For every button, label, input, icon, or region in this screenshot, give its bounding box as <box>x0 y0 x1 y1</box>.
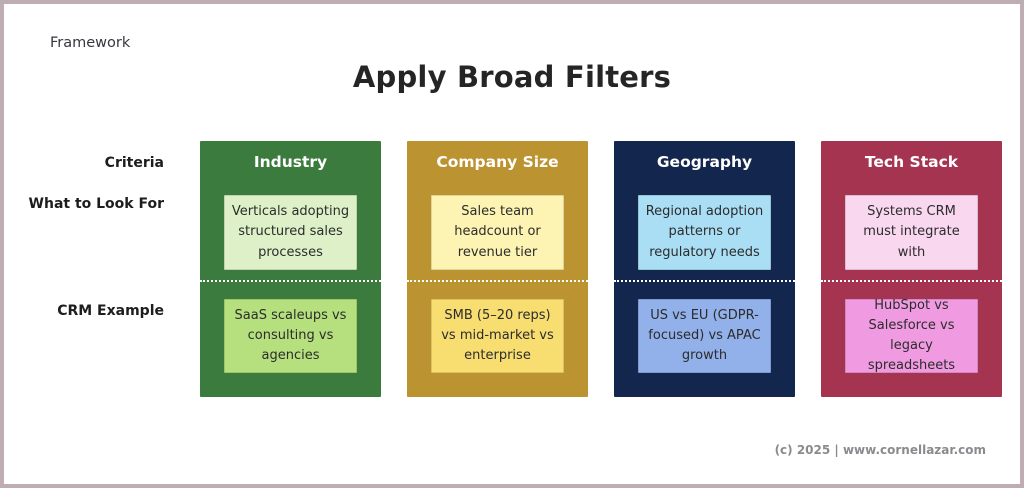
company-size-what-to-look-for-card: Sales team headcount or revenue tier <box>431 195 564 270</box>
dotted-divider <box>200 280 381 282</box>
tech-stack-what-to-look-for-card: Systems CRM must integrate with <box>845 195 978 270</box>
column-industry-header: Industry <box>253 153 328 171</box>
industry-crm-example-card: SaaS scaleups vs consulting vs agencies <box>224 299 357 373</box>
column-company-size-header: Company Size <box>436 153 559 171</box>
page-title: Apply Broad Filters <box>352 60 672 94</box>
row-label-criteria: Criteria <box>104 155 164 171</box>
column-geography-header: Geography <box>656 153 753 171</box>
column-tech-stack: Tech Stack Systems CRM must integrate wi… <box>821 141 1002 397</box>
dotted-divider <box>407 280 588 282</box>
company-size-crm-example-card: SMB (5–20 reps) vs mid-market vs enterpr… <box>431 299 564 373</box>
geography-crm-example-card: US vs EU (GDPR-focused) vs APAC growth <box>638 299 771 373</box>
filter-columns: Industry Verticals adopting structured s… <box>200 141 1002 397</box>
copyright: (c) 2025 | www.cornellazar.com <box>774 443 986 457</box>
geography-what-to-look-for-card: Regional adoption patterns or regulatory… <box>638 195 771 270</box>
dotted-divider <box>614 280 795 282</box>
column-industry: Industry Verticals adopting structured s… <box>200 141 381 397</box>
row-label-crm-example: CRM Example <box>57 303 164 319</box>
row-label-what-to-look-for: What to Look For <box>28 196 164 212</box>
column-tech-stack-header: Tech Stack <box>864 153 959 171</box>
industry-what-to-look-for-card: Verticals adopting structured sales proc… <box>224 195 357 270</box>
tech-stack-crm-example-card: HubSpot vs Salesforce vs legacy spreadsh… <box>845 298 978 373</box>
framework-label: Framework <box>50 35 131 51</box>
column-geography: Geography Regional adoption patterns or … <box>614 141 795 397</box>
column-company-size: Company Size Sales team headcount or rev… <box>407 141 588 397</box>
dotted-divider <box>821 280 1002 282</box>
